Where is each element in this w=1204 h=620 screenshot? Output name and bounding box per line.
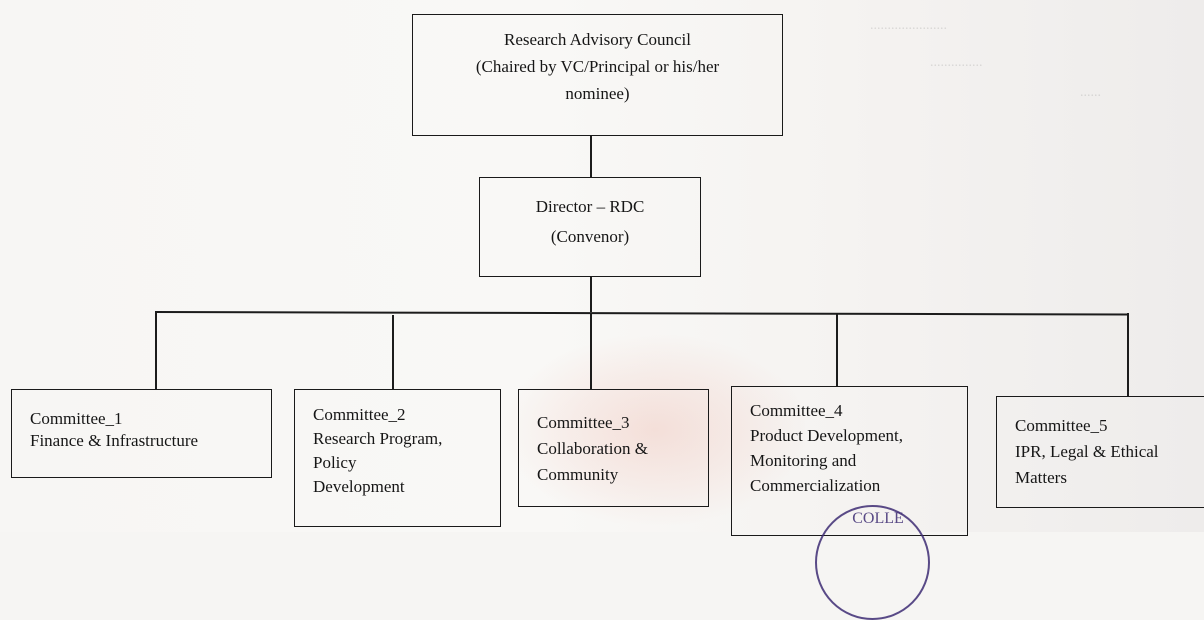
- committee-2-box: Committee_2 Research Program, Policy Dev…: [294, 389, 501, 527]
- committee-3-box: Committee_3 Collaboration & Community: [518, 389, 709, 507]
- background-bleed-text: ......................: [870, 18, 947, 33]
- committee-4-title: Committee_4: [750, 401, 843, 420]
- committee-2-desc-line: Development: [313, 477, 405, 496]
- director-rdc-title: Director – RDC: [535, 197, 645, 216]
- committee-3-title: Committee_3: [537, 413, 630, 432]
- committee-3-desc-line: Collaboration &: [537, 439, 648, 458]
- committee-2-desc-line: Policy: [313, 453, 357, 472]
- committee-5-box: Committee_5 IPR, Legal & Ethical Matters: [996, 396, 1204, 508]
- document-page: [0, 0, 1204, 532]
- connector-top-to-director: [590, 135, 592, 178]
- committee-3-desc-line: Community: [537, 465, 619, 484]
- committee-5-title: Committee_5: [1015, 416, 1108, 435]
- committee-4-box: Committee_4 Product Development, Monitor…: [731, 386, 968, 536]
- connector-committee-3: [590, 313, 592, 389]
- committee-4-desc-line: Monitoring and: [750, 451, 857, 470]
- research-advisory-council-subtitle-cont: nominee): [565, 84, 630, 103]
- background-bleed-text: ...............: [930, 55, 983, 70]
- connector-committee-1: [155, 312, 157, 389]
- connector-committee-5: [1127, 313, 1129, 396]
- committee-1-title: Committee_1: [30, 409, 123, 428]
- director-rdc-box: Director – RDC (Convenor): [479, 177, 701, 277]
- committee-1-desc-line: Finance & Infrastructure: [30, 431, 199, 450]
- connector-committee-2: [392, 315, 394, 389]
- director-rdc-role: (Convenor): [550, 227, 630, 246]
- committee-5-desc-line: Matters: [1015, 468, 1067, 487]
- committee-4-desc-line: Product Development,: [750, 426, 903, 445]
- research-advisory-council-title: Research Advisory Council: [504, 30, 691, 49]
- connector-director-to-branch: [590, 277, 592, 312]
- institution-seal-text: COLLE: [852, 510, 904, 527]
- committee-2-title: Committee_2: [313, 405, 406, 424]
- connector-committee-4: [836, 313, 838, 386]
- committee-5-desc-line: IPR, Legal & Ethical: [1015, 442, 1159, 461]
- background-bleed-text: ......: [1080, 85, 1101, 100]
- background-watermark-glow: [505, 335, 805, 525]
- committee-1-box: Committee_1 Finance & Infrastructure: [11, 389, 272, 478]
- committee-2-desc-line: Research Program,: [313, 429, 443, 448]
- committee-4-desc-line: Commercialization: [750, 476, 881, 495]
- research-advisory-council-subtitle: (Chaired by VC/Principal or his/her: [475, 57, 720, 76]
- research-advisory-council-box: Research Advisory Council (Chaired by VC…: [412, 14, 783, 136]
